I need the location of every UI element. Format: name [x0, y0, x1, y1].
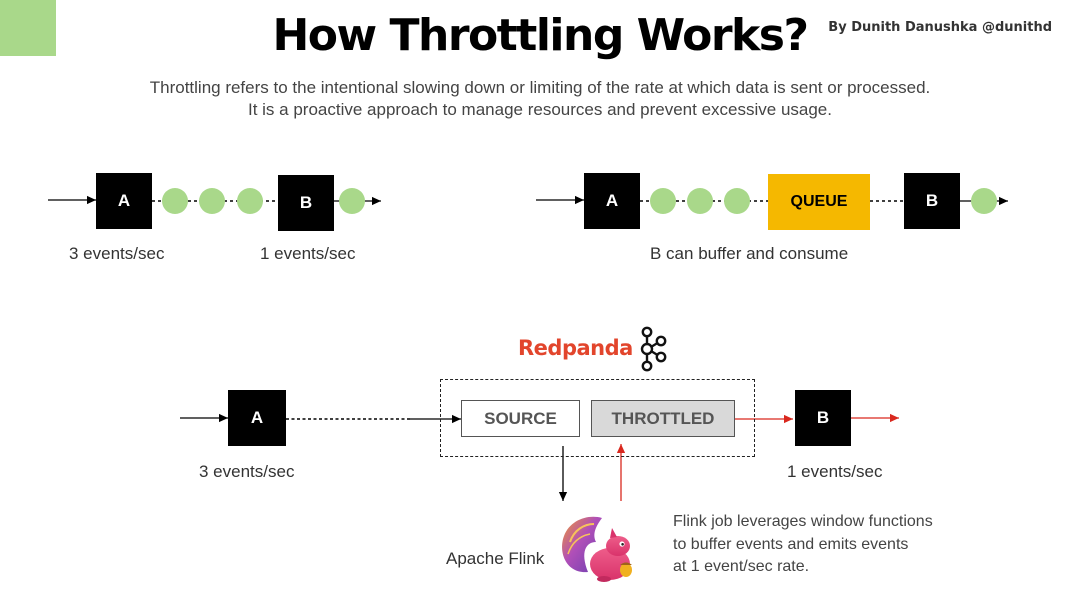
d2-consumer-box: B [904, 173, 960, 229]
flink-label: Apache Flink [446, 549, 545, 568]
d2-event-dot [687, 188, 713, 214]
d2-event-dot [724, 188, 750, 214]
flink-note-line-2: to buffer events and emits events [673, 535, 909, 553]
flink-note-line-3: at 1 event/sec rate. [673, 558, 810, 575]
redpanda-logo-text: Redpanda [518, 336, 633, 360]
source-topic-box: SOURCE [461, 400, 580, 437]
flink-squirrel-icon [562, 516, 632, 582]
flink-note-line-1: Flink job leverages window functions [673, 513, 933, 530]
d1-event-dot [162, 188, 188, 214]
d1-event-dot [339, 188, 365, 214]
d2-producer-box: A [584, 173, 640, 229]
subtitle-line-1: Throttling refers to the intentional slo… [149, 78, 931, 97]
d3-producer-rate: 3 events/sec [199, 462, 295, 481]
d2-caption: B can buffer and consume [650, 244, 849, 263]
d2-event-dot [650, 188, 676, 214]
d3-producer-box: A [228, 390, 286, 446]
flink-note: Flink job leverages window functions to … [673, 511, 933, 579]
d1-event-dot [237, 188, 263, 214]
d1-event-dot [199, 188, 225, 214]
redpanda-cluster-frame [440, 379, 755, 457]
d1-producer-rate: 3 events/sec [69, 244, 165, 263]
corner-accent [0, 0, 56, 56]
throttled-topic-box: THROTTLED [591, 400, 735, 437]
d3-consumer-rate: 1 events/sec [787, 462, 883, 481]
d1-producer-box: A [96, 173, 152, 229]
page-title: How Throttling Works? [272, 10, 809, 61]
d1-consumer-box: B [278, 175, 334, 231]
d1-consumer-rate: 1 events/sec [260, 244, 356, 263]
author-byline: By Dunith Danushka @dunithd [828, 20, 1052, 35]
kafka-icon [640, 326, 667, 372]
d3-consumer-box: B [795, 390, 851, 446]
page-subtitle: Throttling refers to the intentional slo… [0, 77, 1080, 121]
d2-event-dot [971, 188, 997, 214]
subtitle-line-2: It is a proactive approach to manage res… [247, 100, 832, 119]
d2-queue-box: QUEUE [768, 174, 870, 230]
